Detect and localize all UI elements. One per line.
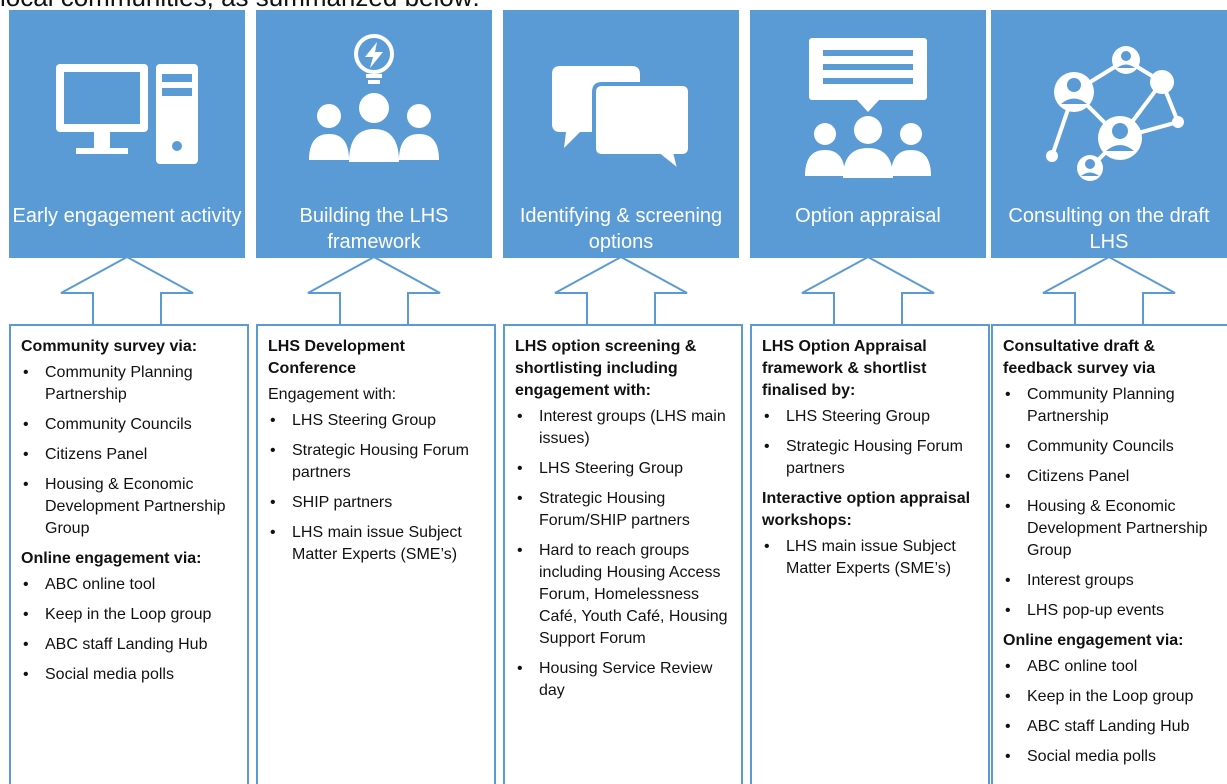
stage-label: Building the LHS framework <box>299 205 449 253</box>
list-item: ABC staff Landing Hub <box>21 634 241 656</box>
list-item: Keep in the Loop group <box>21 604 241 626</box>
list-item: ABC online tool <box>21 574 241 596</box>
bullet-list: ABC online tool Keep in the Loop group A… <box>1003 656 1223 768</box>
desktop-computer-icon <box>56 64 198 164</box>
list-item: LHS pop-up events <box>1003 600 1223 622</box>
up-arrow <box>60 255 194 326</box>
list-item: LHS Steering Group <box>762 406 982 428</box>
list-item: Citizens Panel <box>1003 466 1223 488</box>
up-arrow <box>554 255 688 326</box>
list-item: LHS main issue Subject Matter Experts (S… <box>762 536 982 580</box>
bullet-list: Community Planning Partnership Community… <box>1003 384 1223 622</box>
speech-bubbles-icon <box>552 66 692 178</box>
bullet-list: Interest groups (LHS main issues) LHS St… <box>515 406 735 702</box>
list-item: Community Planning Partnership <box>21 362 241 406</box>
list-item: LHS Steering Group <box>515 458 735 480</box>
list-item: Housing & Economic Development Partnersh… <box>1003 496 1223 562</box>
stage-label: Identifying & screening options <box>519 205 723 253</box>
list-item: Interest groups (LHS main issues) <box>515 406 735 450</box>
stage-consulting-draft: Consulting on the draft LHS <box>991 10 1227 258</box>
list-item: Community Councils <box>21 414 241 436</box>
list-item: SHIP partners <box>268 492 488 514</box>
list-item: Strategic Housing Forum/SHIP partners <box>515 488 735 532</box>
bullet-list: Community Planning Partnership Community… <box>21 362 241 540</box>
stage-option-appraisal: Option appraisal <box>750 10 986 258</box>
up-arrow <box>307 255 441 326</box>
card-heading: LHS Development Conference <box>268 338 405 377</box>
detail-card-option-appraisal: LHS Option Appraisal framework & shortli… <box>750 324 990 784</box>
stage-label: Consulting on the draft LHS <box>1008 205 1210 253</box>
detail-card-building-framework: LHS Development Conference Engagement wi… <box>256 324 496 784</box>
list-item: Social media polls <box>1003 746 1223 768</box>
list-item: LHS main issue Subject Matter Experts (S… <box>268 522 488 566</box>
up-arrow <box>1042 255 1176 326</box>
intro-text: local communities, as summarized below: <box>0 0 480 13</box>
card-heading: LHS option screening & shortlisting incl… <box>515 338 697 399</box>
network-people-icon <box>1046 46 1184 181</box>
card-heading: Online engagement via: <box>21 550 202 567</box>
stage-early-engagement: Early engagement activity <box>9 10 245 258</box>
list-item: Community Planning Partnership <box>1003 384 1223 428</box>
lightbulb-people-icon <box>309 34 439 162</box>
list-item: Keep in the Loop group <box>1003 686 1223 708</box>
list-item: Interest groups <box>1003 570 1223 592</box>
detail-card-early-engagement: Community survey via: Community Planning… <box>9 324 249 784</box>
list-item: Hard to reach groups including Housing A… <box>515 540 735 650</box>
bullet-list: ABC online tool Keep in the Loop group A… <box>21 574 241 686</box>
card-heading: Online engagement via: <box>1003 632 1184 649</box>
list-item: Housing & Economic Development Partnersh… <box>21 474 241 540</box>
card-heading: Community survey via: <box>21 338 198 355</box>
list-item: LHS Steering Group <box>268 410 488 432</box>
list-item: Social media polls <box>21 664 241 686</box>
stage-label: Early engagement activity <box>12 205 242 227</box>
card-text: Engagement with: <box>268 386 397 403</box>
list-item: Citizens Panel <box>21 444 241 466</box>
list-item: Strategic Housing Forum partners <box>762 436 982 480</box>
list-item: ABC staff Landing Hub <box>1003 716 1223 738</box>
bullet-list: LHS Steering Group Strategic Housing For… <box>268 410 488 566</box>
stage-identifying-options: Identifying & screening options <box>503 10 739 258</box>
list-item: Strategic Housing Forum partners <box>268 440 488 484</box>
card-heading: Interactive option appraisal workshops: <box>762 490 971 529</box>
list-item: Housing Service Review day <box>515 658 735 702</box>
bullet-list: LHS main issue Subject Matter Experts (S… <box>762 536 982 580</box>
list-item: ABC online tool <box>1003 656 1223 678</box>
stage-building-framework: Building the LHS framework <box>256 10 492 258</box>
list-item: Community Councils <box>1003 436 1223 458</box>
presentation-group-icon <box>805 38 931 178</box>
card-heading: Consultative draft & feedback survey via <box>1003 338 1156 377</box>
bullet-list: LHS Steering Group Strategic Housing For… <box>762 406 982 480</box>
card-heading: LHS Option Appraisal framework & shortli… <box>762 338 927 399</box>
stage-label: Option appraisal <box>795 205 941 227</box>
detail-card-consulting-draft: Consultative draft & feedback survey via… <box>991 324 1227 784</box>
detail-card-identifying-options: LHS option screening & shortlisting incl… <box>503 324 743 784</box>
up-arrow <box>801 255 935 326</box>
